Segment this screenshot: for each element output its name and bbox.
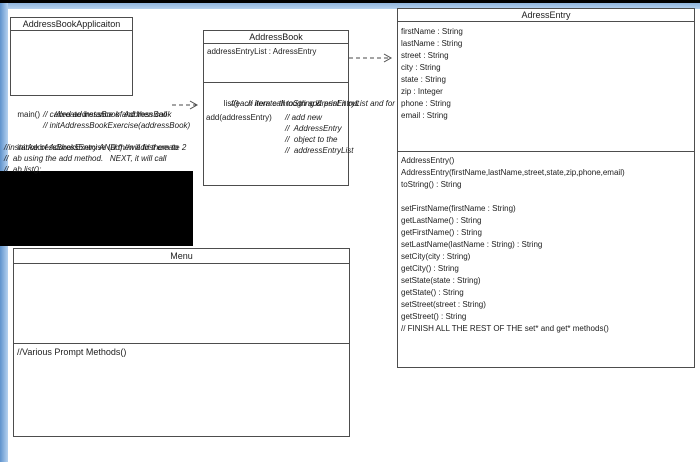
- method-line: setCity(city : String): [401, 252, 471, 261]
- class-title-addressbookapplicaiton: AddressBookApplicaiton: [11, 18, 132, 31]
- method-line: [401, 191, 694, 203]
- method-list: list(): [223, 99, 239, 108]
- addressbook-methods: list() // iterate through addressEntryLis…: [204, 83, 395, 156]
- method-line: getCity() : String: [401, 264, 459, 273]
- dependency-arrow-addressbook-to-adressentry[interactable]: [348, 52, 398, 64]
- comment-line: //will first create 2: [124, 143, 187, 152]
- attribute-line: firstName : String: [401, 27, 463, 36]
- black-background-region: [0, 171, 193, 246]
- class-title-adressentry: AdressEntry: [398, 9, 694, 22]
- attribute-line: zip : Integer: [401, 87, 443, 96]
- attribute-line: email : String: [401, 111, 448, 120]
- comment-line: // addressEntryList: [285, 146, 354, 155]
- method-add: add(addressEntry): [206, 113, 272, 122]
- comment-line: // add new: [285, 113, 322, 122]
- method-line: toString() : String: [401, 180, 462, 189]
- comment-line: // AddressEntry: [285, 124, 342, 133]
- method-main: main(): [17, 110, 41, 119]
- comment-line: //create instance of AddressBook: [54, 110, 172, 119]
- method-line: AddressEntry(firstName,lastName,street,s…: [401, 168, 625, 177]
- attribute-line: addressEntryList : AdressEntry: [204, 44, 348, 83]
- attribute-line: phone : String: [401, 99, 451, 108]
- method-line: setLastName(lastName : String) : String: [401, 240, 543, 249]
- window-top-border: [0, 0, 700, 3]
- menu-attributes-empty: [14, 264, 349, 344]
- method-line: getFirstName() : String: [401, 228, 482, 237]
- add-method-comments: // add new // AddressEntry // object to …: [285, 112, 353, 156]
- dependency-arrow-application-to-addressbook[interactable]: [170, 99, 204, 111]
- method-line: setState(state : String): [401, 276, 481, 285]
- window-top-frame: [0, 3, 700, 9]
- method-line: getLastName() : String: [401, 216, 482, 225]
- arrowhead: [189, 100, 199, 110]
- class-title-addressbook: AddressBook: [204, 31, 348, 44]
- addressbookapplicaiton-methods-text: main() //create instance of AddressBook /…: [4, 98, 204, 175]
- attribute-line: lastName : String: [401, 39, 463, 48]
- method-line: getState() : String: [401, 288, 464, 297]
- comment-line: //instance of AddressEntry AND then add …: [4, 143, 179, 152]
- comment-line: // object to the: [285, 135, 338, 144]
- comment-line: //each item call toString & print it out: [231, 99, 360, 108]
- method-initaddressbookexercise: initAddressBookExercise (ab): [17, 143, 125, 152]
- arrowhead: [383, 53, 393, 63]
- class-box-addressbookapplicaiton[interactable]: AddressBookApplicaiton: [10, 17, 133, 96]
- method-line: setFirstName(firstName : String): [401, 204, 516, 213]
- class-box-adressentry[interactable]: AdressEntry firstName : String lastName …: [397, 8, 695, 368]
- comment-line: // ab.list();: [4, 165, 42, 174]
- adressentry-attributes: firstName : String lastName : String str…: [398, 22, 694, 152]
- comment-line: // ab using the add method. NEXT, it wil…: [4, 154, 167, 163]
- adressentry-methods: AddressEntry() AddressEntry(firstName,la…: [398, 152, 694, 335]
- method-line: getStreet() : String: [401, 312, 467, 321]
- class-title-menu: Menu: [14, 249, 349, 264]
- method-line: AddressEntry(): [401, 156, 455, 165]
- class-box-menu[interactable]: Menu //Various Prompt Methods(): [13, 248, 350, 437]
- class-box-addressbook[interactable]: AddressBook addressEntryList : AdressEnt…: [203, 30, 395, 186]
- method-line: //Various Prompt Methods(): [17, 347, 127, 357]
- comment-line: // initAddressBookExercise(addressBook): [43, 121, 191, 130]
- method-line: setStreet(street : String): [401, 300, 486, 309]
- attribute-line: city : String: [401, 63, 441, 72]
- comment-line: // iterate through addressEntryList and …: [247, 99, 395, 108]
- attribute-line: street : String: [401, 51, 449, 60]
- attribute-line: state : String: [401, 75, 446, 84]
- comment-line: // called addressBook and then call: [43, 110, 168, 119]
- method-line: // FINISH ALL THE REST OF THE set* and g…: [401, 324, 609, 333]
